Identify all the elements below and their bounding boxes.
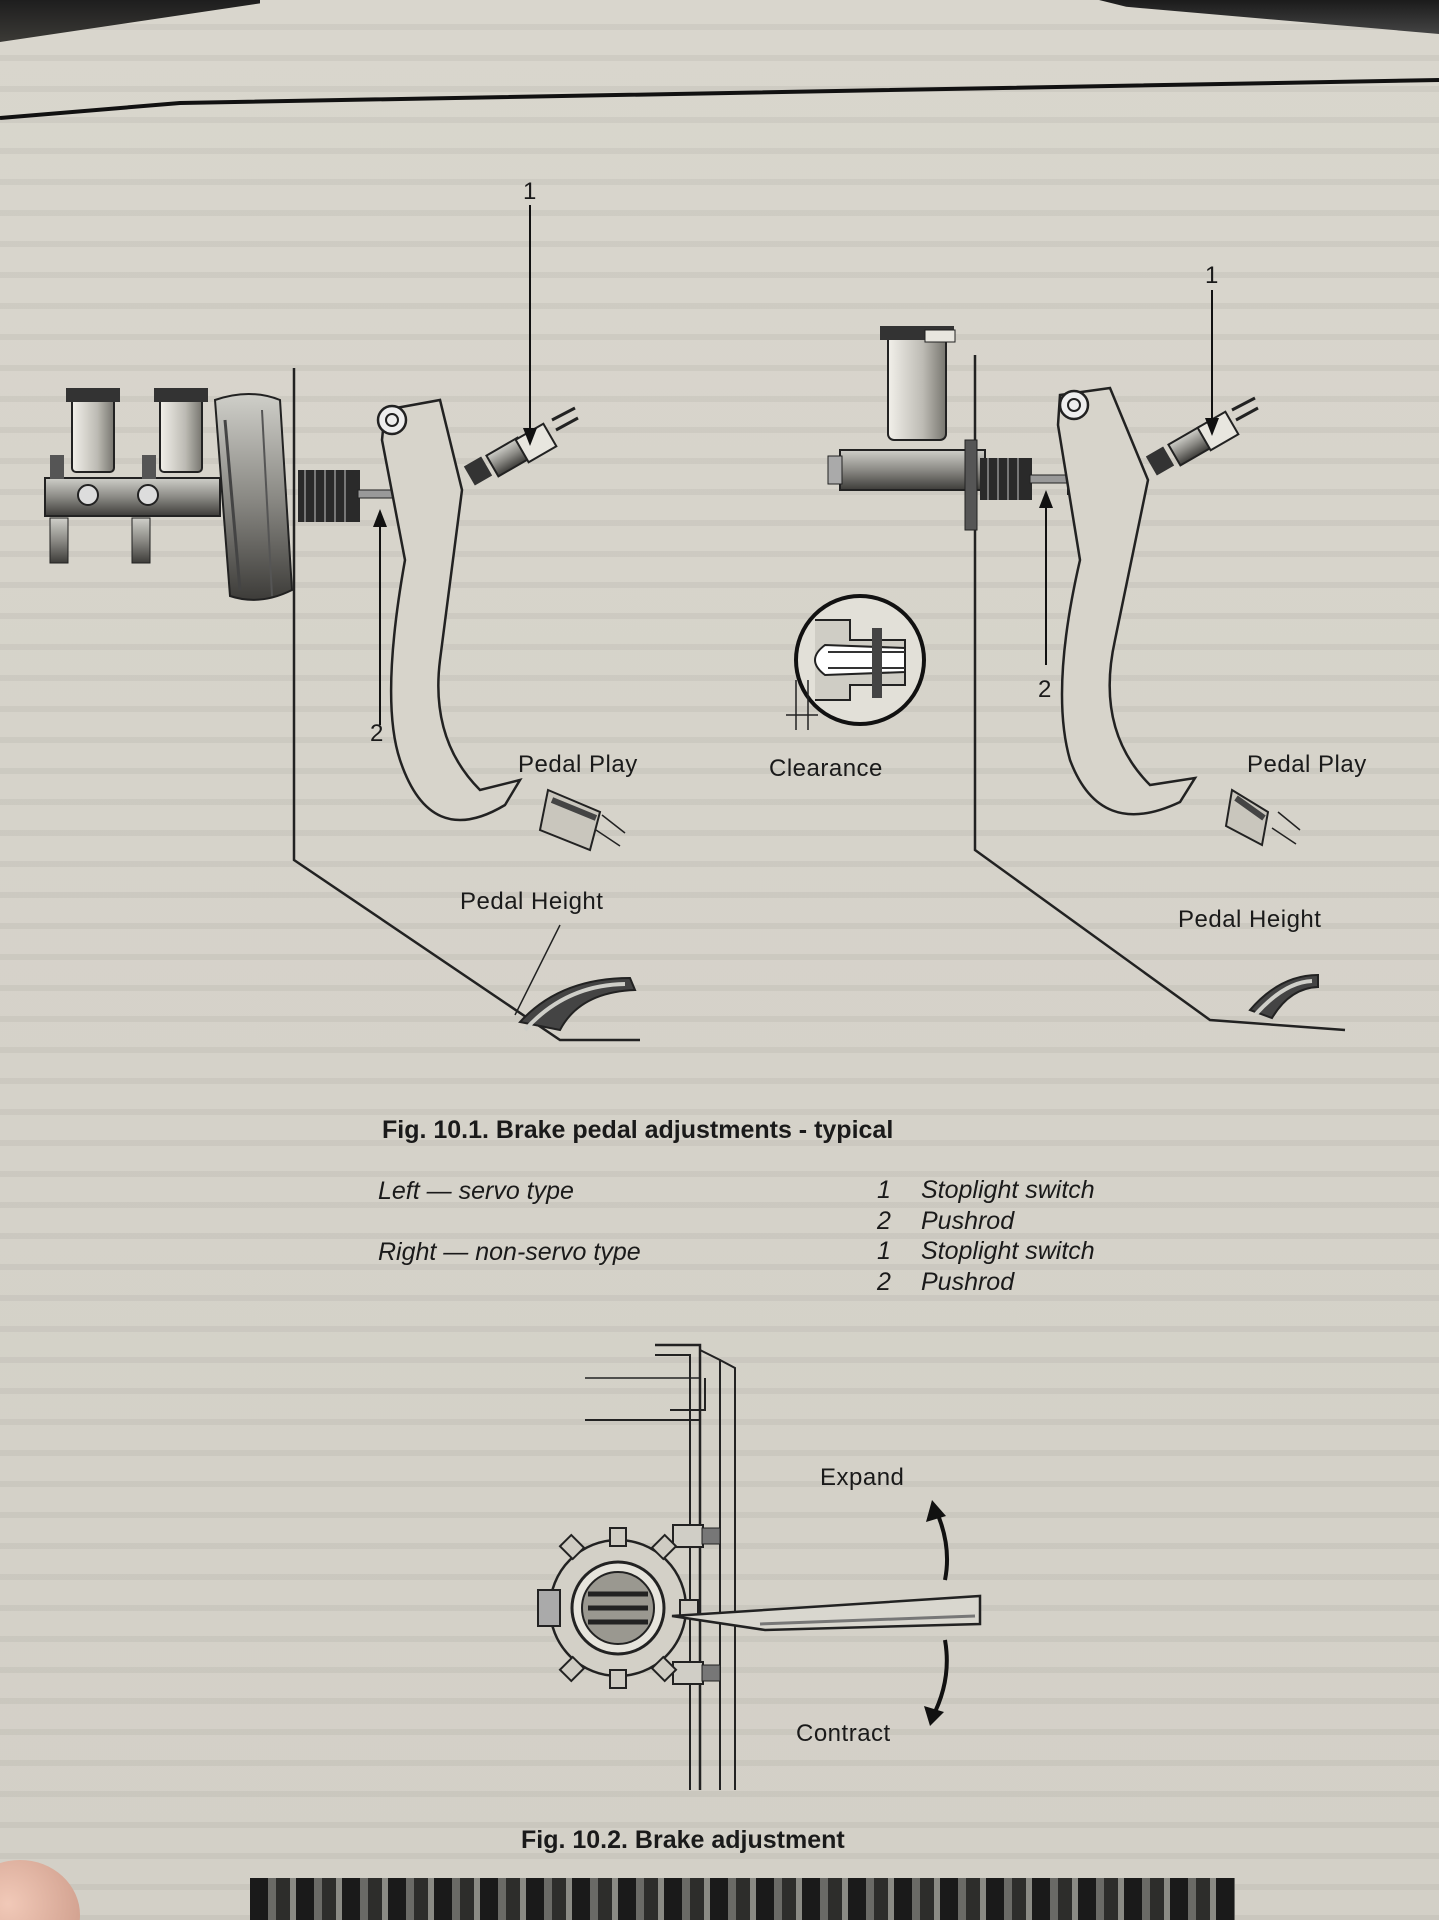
brake-adjuster-diagram xyxy=(537,1343,982,1790)
left-pedal-play-label: Pedal Play xyxy=(518,751,638,778)
left-callout-1: 1 xyxy=(523,178,537,205)
next-page-photo-strip xyxy=(250,1878,1235,1920)
left-servo-diagram xyxy=(44,205,640,1042)
legend-item-text: Stoplight switch xyxy=(921,1176,1095,1204)
legend-right-type: Right — non-servo type xyxy=(378,1238,641,1266)
header-rule xyxy=(0,78,1439,120)
right-pedal-play-label: Pedal Play xyxy=(1247,751,1367,778)
legend-item-text: Stoplight switch xyxy=(921,1237,1095,1265)
legend-item-text: Pushrod xyxy=(921,1207,1015,1235)
legend-item-num: 1 xyxy=(877,1237,891,1265)
legend-item-num: 2 xyxy=(877,1268,891,1296)
clearance-label: Clearance xyxy=(769,755,883,782)
legend-left-type: Left — servo type xyxy=(378,1177,574,1205)
left-pedal-height-label: Pedal Height xyxy=(460,888,604,915)
legend-item-num: 1 xyxy=(877,1176,891,1204)
expand-label: Expand xyxy=(820,1464,905,1491)
left-callout-2: 2 xyxy=(370,720,384,747)
legend-item-text: Pushrod xyxy=(921,1268,1015,1296)
right-pedal-height-label: Pedal Height xyxy=(1178,906,1322,933)
fig-10-1-caption: Fig. 10.1. Brake pedal adjustments - typ… xyxy=(382,1116,894,1144)
right-callout-2: 2 xyxy=(1038,676,1052,703)
legend-item-num: 2 xyxy=(877,1207,891,1235)
contract-label: Contract xyxy=(796,1720,891,1747)
right-non-servo-diagram xyxy=(786,290,1346,1032)
fig-10-2-caption: Fig. 10.2. Brake adjustment xyxy=(521,1826,845,1854)
right-callout-1: 1 xyxy=(1205,262,1219,289)
